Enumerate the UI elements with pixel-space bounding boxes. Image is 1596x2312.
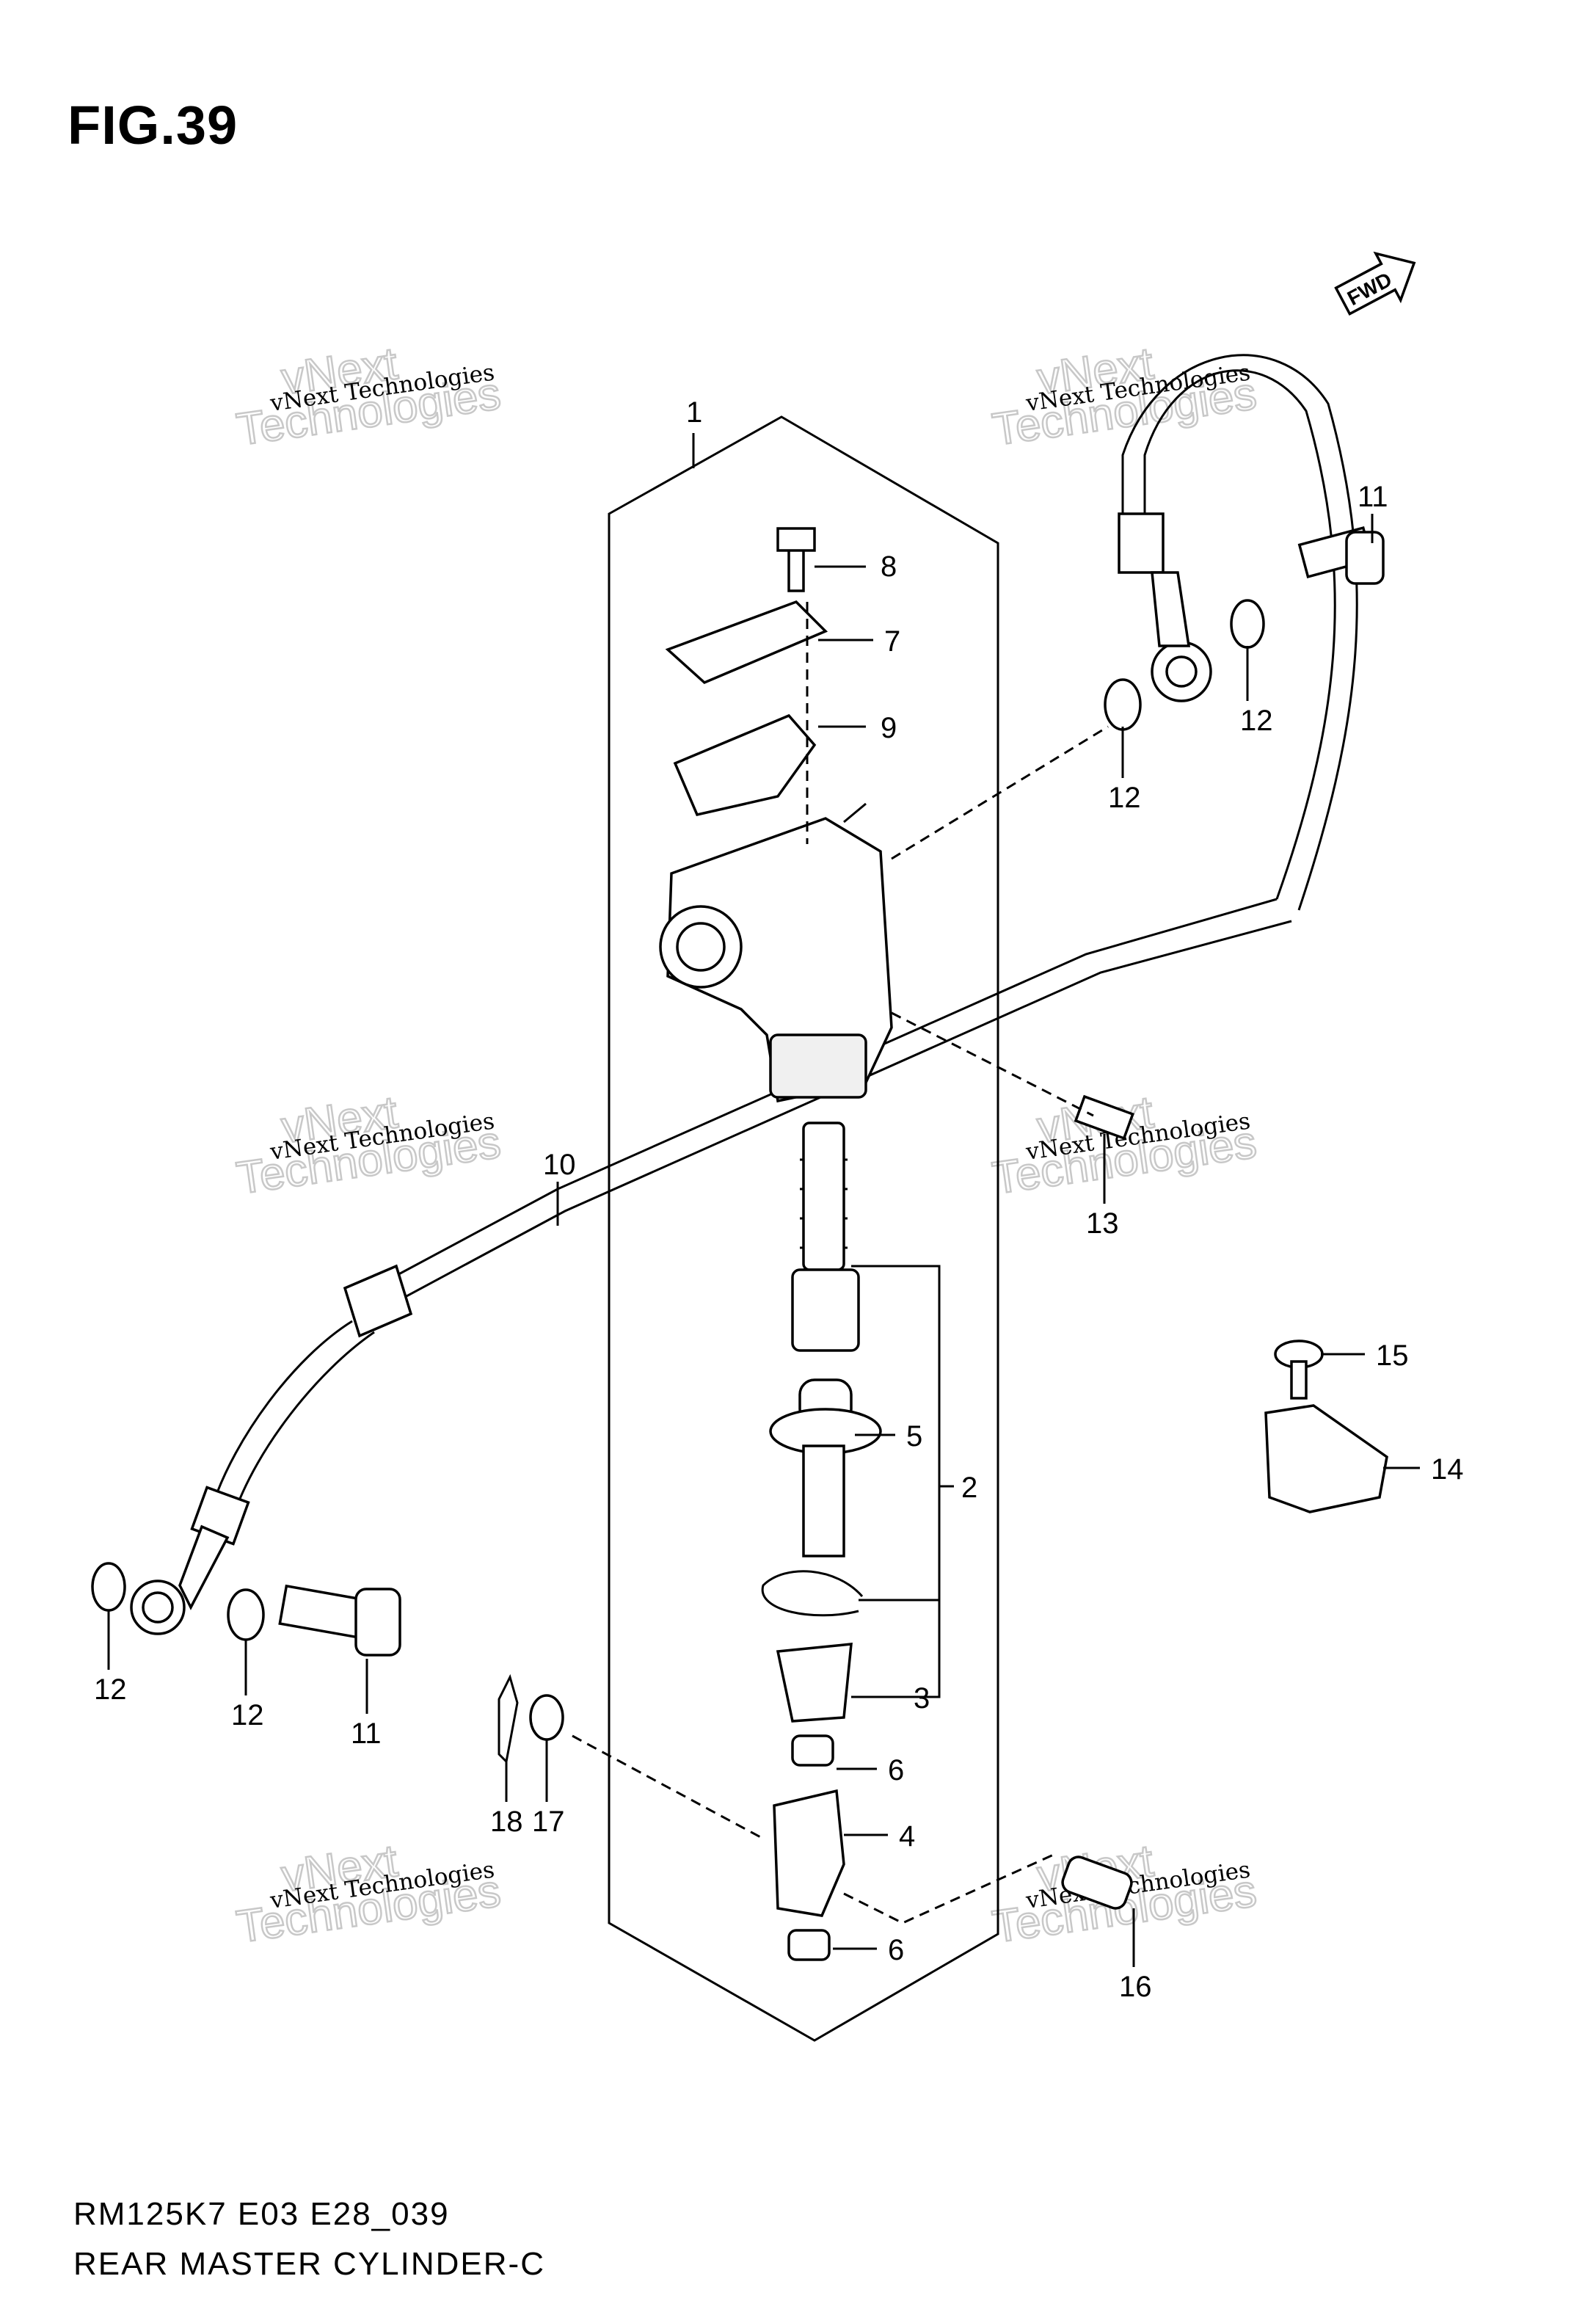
- callout-15: 15: [1376, 1339, 1409, 1372]
- brake-hose-lower: [130, 898, 1292, 1635]
- callout-12-lower-b: 12: [231, 1699, 264, 1731]
- washer-lower-a: [91, 1562, 126, 1612]
- callout-8: 8: [881, 550, 897, 583]
- callout-5: 5: [906, 1420, 922, 1453]
- callout-12-upper-b: 12: [1108, 782, 1141, 814]
- piston-spring: [791, 1122, 860, 1352]
- master-cylinder-body: [659, 802, 893, 1103]
- nut-upper: [791, 1734, 834, 1767]
- washer-upper-b: [1104, 678, 1142, 731]
- reservoir-cover: [665, 527, 828, 817]
- callout-12-upper-a: 12: [1240, 705, 1273, 737]
- forward-arrow-icon: FWD: [1334, 251, 1416, 316]
- callout-4: 4: [899, 1820, 915, 1853]
- nut-lower: [787, 1929, 831, 1961]
- brake-hose-upper: [1118, 354, 1358, 911]
- callout-13: 13: [1086, 1207, 1119, 1240]
- washer-17: [529, 1694, 564, 1741]
- callout-6-upper: 6: [888, 1754, 904, 1786]
- push-rod: [769, 1378, 882, 1557]
- callout-14: 14: [1431, 1453, 1464, 1486]
- callout-2: 2: [961, 1472, 977, 1504]
- callout-9: 9: [881, 712, 897, 744]
- watermark-5: vNext Technologies vNext Technologies: [233, 1835, 505, 1954]
- boot: [776, 1643, 853, 1723]
- figure-title: FIG.39: [68, 95, 238, 156]
- banjo-bolt-lower: [278, 1584, 401, 1657]
- circlip: [761, 1570, 864, 1617]
- washer-lower-b: [227, 1588, 265, 1641]
- diagram-name: REAR MASTER CYLINDER-C: [73, 2246, 545, 2282]
- cotter-pin: [498, 1673, 519, 1764]
- callout-7: 7: [884, 625, 900, 658]
- callout-3: 3: [914, 1682, 930, 1715]
- washer-upper-a: [1230, 599, 1265, 649]
- callout-18: 18: [490, 1806, 523, 1838]
- hose-clamp: [1264, 1339, 1388, 1513]
- callout-17: 17: [532, 1806, 565, 1838]
- watermark-1: vNext Technologies vNext Technologies: [233, 338, 505, 457]
- watermark-2: vNext Technologies vNext Technologies: [988, 338, 1261, 457]
- callout-11-lower: 11: [351, 1717, 382, 1750]
- callout-16: 16: [1119, 1971, 1152, 2003]
- assembly-outline: [608, 415, 999, 2042]
- callout-1: 1: [686, 396, 702, 429]
- watermark-3: vNext Technologies vNext Technologies: [233, 1086, 505, 1205]
- banjo-bolt-upper: [1297, 526, 1385, 585]
- callout-11-upper: 11: [1358, 481, 1388, 513]
- diagram-code: RM125K7 E03 E28_039: [73, 2196, 450, 2232]
- callout-6-lower: 6: [888, 1934, 904, 1966]
- clevis: [773, 1789, 845, 1917]
- callout-12-lower-a: 12: [94, 1673, 127, 1706]
- callout-10: 10: [543, 1149, 576, 1181]
- clevis-pin: [1061, 1855, 1133, 1910]
